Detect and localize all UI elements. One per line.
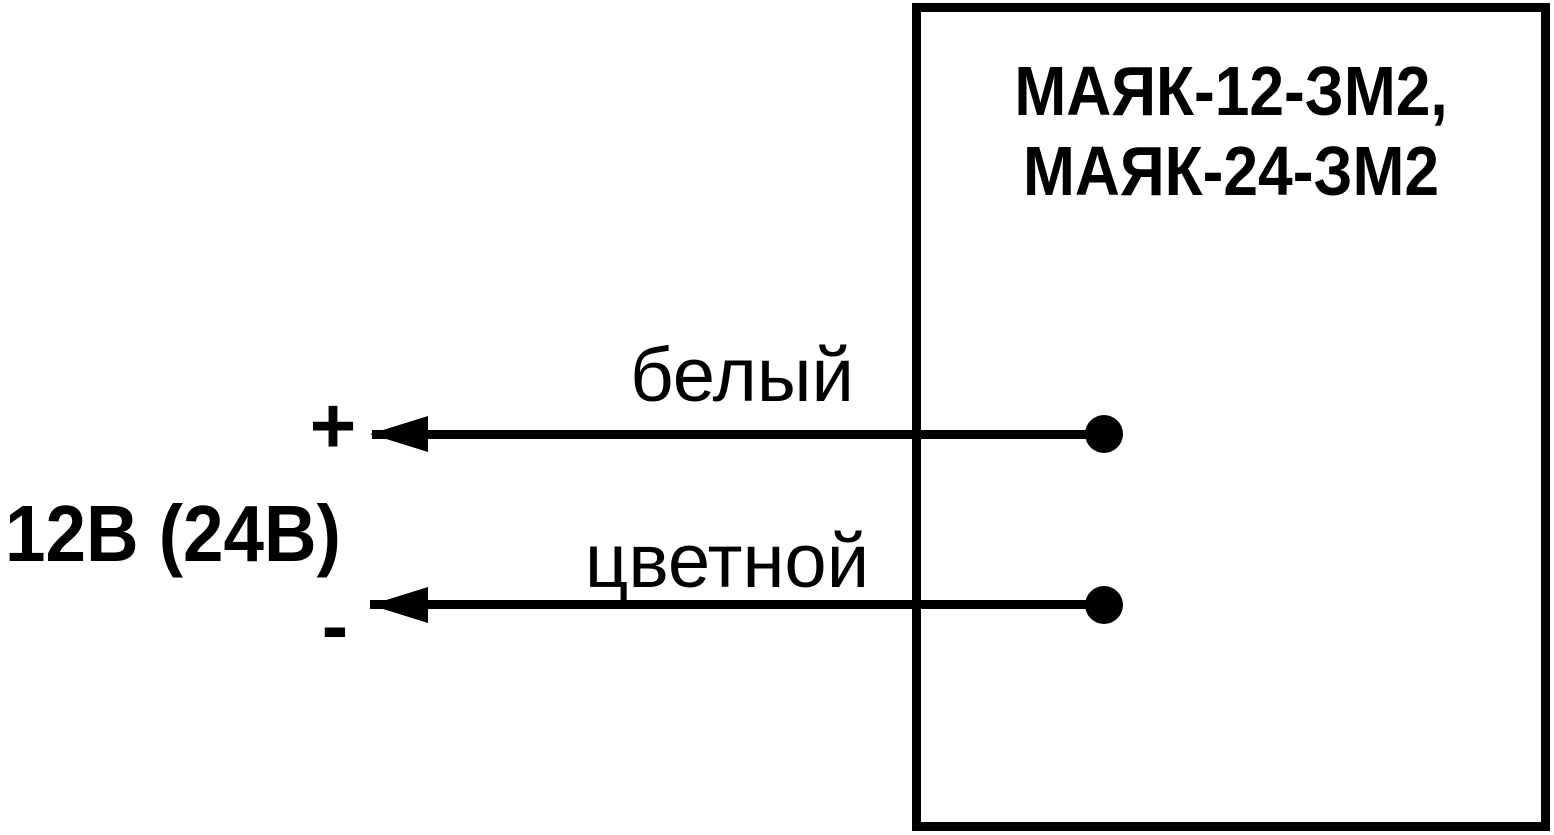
- wire-white-label: белый: [630, 333, 854, 418]
- device-title-line2: МАЯК-24-ЗМ2: [1022, 132, 1440, 210]
- device-title: МАЯК-12-ЗМ2, МАЯК-24-ЗМ2: [955, 51, 1507, 211]
- plus-sign: +: [309, 381, 357, 470]
- wire-colored-label: цветной: [584, 519, 870, 604]
- left-arrowhead-icon: [370, 587, 428, 623]
- device-title-line1: МАЯК-12-ЗМ2,: [1014, 52, 1448, 130]
- left-arrowhead-icon: [370, 416, 428, 452]
- voltage-label: 12В (24В): [5, 489, 341, 578]
- device-box: МАЯК-12-ЗМ2, МАЯК-24-ЗМ2: [912, 3, 1550, 831]
- terminal-dot-icon: [1085, 586, 1123, 624]
- minus-sign: -: [321, 581, 349, 670]
- terminal-dot-icon: [1085, 415, 1123, 453]
- wire-white-line: [372, 430, 1104, 439]
- wire-colored-line: [370, 600, 1104, 609]
